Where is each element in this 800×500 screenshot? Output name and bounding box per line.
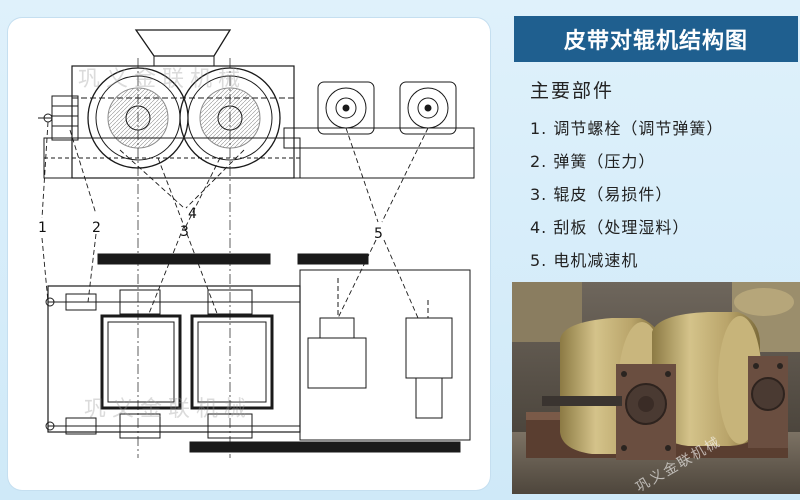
- parts-heading: 主要部件: [530, 80, 615, 102]
- callout-5: 5: [374, 226, 383, 242]
- part-item-2: 2. 弹簧（压力）: [530, 152, 656, 171]
- parts-list: 1. 调节螺栓（调节弹簧） 2. 弹簧（压力） 3. 辊皮（易损件） 4. 刮板…: [530, 112, 723, 277]
- watermark-top: 巩义金联机械: [78, 67, 246, 92]
- callout-2: 2: [92, 220, 101, 236]
- belt-top: [97, 253, 271, 265]
- part-item-5: 5. 电机减速机: [530, 251, 639, 270]
- machine-photo: 巩义金联机械: [512, 282, 800, 494]
- right-roller-top: [190, 314, 274, 410]
- callout-1: 1: [38, 220, 47, 236]
- watermark-bottom: 巩义金联机械: [84, 397, 252, 422]
- callout-4: 4: [188, 206, 197, 222]
- part-item-1: 1. 调节螺栓（调节弹簧）: [530, 119, 724, 138]
- roller-crusher-drawing: 1 2 4 3 5 巩义金联机械 巩义金联机械: [38, 29, 475, 458]
- callout-3: 3: [180, 224, 189, 240]
- left-roller-top: [100, 314, 182, 410]
- belt-bottom: [189, 441, 461, 453]
- part-item-3: 3. 辊皮（易损件）: [530, 185, 673, 204]
- page-title: 皮带对辊机结构图: [514, 16, 798, 62]
- motor-front-1: [317, 81, 375, 135]
- machine-photo-illustration: 巩义金联机械: [512, 282, 800, 494]
- callout-leaders: [41, 121, 429, 319]
- callout-numbers: 1 2 4 3 5: [38, 206, 383, 242]
- part-item-4: 4. 刮板（处理湿料）: [530, 218, 690, 237]
- motor-base-plan: [299, 269, 471, 441]
- spring-assembly: [51, 95, 79, 141]
- motor-plan-1: [307, 337, 367, 389]
- motor-front-2: [399, 81, 457, 135]
- motor-plan-2: [405, 317, 453, 379]
- drawing-panel: 1 2 4 3 5 巩义金联机械 巩义金联机械: [8, 18, 490, 490]
- feed-hopper: [134, 29, 232, 57]
